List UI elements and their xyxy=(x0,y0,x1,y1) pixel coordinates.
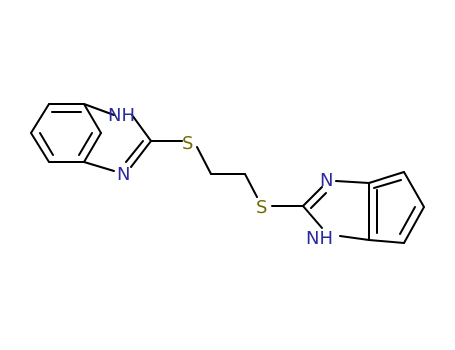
bond xyxy=(131,114,152,142)
bond xyxy=(403,206,425,244)
double-bond-inner xyxy=(39,132,54,156)
double-bond-inner xyxy=(399,206,416,235)
double-bond-inner xyxy=(125,140,144,163)
bond xyxy=(83,132,102,163)
bond xyxy=(130,140,152,168)
double-bond-inner xyxy=(78,132,93,156)
bond xyxy=(83,103,115,116)
bond xyxy=(403,171,425,208)
bond xyxy=(244,173,258,198)
bond xyxy=(368,171,405,184)
left-imidazole-ring xyxy=(83,103,152,172)
bond xyxy=(30,132,50,163)
double-bond-inner xyxy=(373,179,402,189)
bond xyxy=(302,186,323,207)
atom-label-nh-right: NH xyxy=(306,228,333,249)
atom-label-n-left: N xyxy=(117,164,130,185)
atom-label-s-right: S xyxy=(256,197,267,218)
atom-label-n-right: N xyxy=(320,170,333,191)
bond xyxy=(335,180,370,184)
bond xyxy=(83,103,102,134)
bond xyxy=(30,103,50,134)
bond xyxy=(339,235,370,241)
right-imidazole-ring xyxy=(302,180,370,241)
atom-label-s-left: S xyxy=(182,133,193,154)
ethylene-dithio-linker xyxy=(150,140,304,207)
bond xyxy=(196,146,212,175)
bond xyxy=(368,239,405,244)
atom-label-nh-left: NH xyxy=(108,105,135,126)
right-benzene-ring xyxy=(368,171,425,244)
left-benzene-ring xyxy=(30,103,102,163)
double-bond-inner xyxy=(310,192,327,209)
bond xyxy=(83,161,115,172)
bond xyxy=(302,205,323,229)
